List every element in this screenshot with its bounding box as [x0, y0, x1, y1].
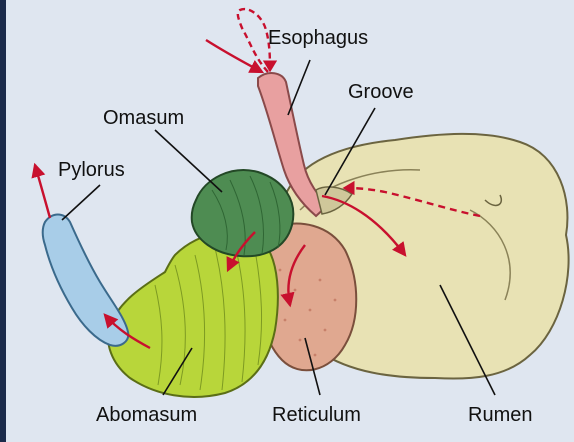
leader-omasum	[155, 130, 222, 192]
omasum-organ	[192, 170, 294, 256]
label-abomasum: Abomasum	[96, 405, 197, 425]
flow-arrow-exit-pylorus	[35, 165, 50, 218]
label-reticulum: Reticulum	[272, 405, 361, 425]
leader-esophagus	[288, 60, 310, 115]
label-pylorus: Pylorus	[58, 160, 125, 180]
leader-pylorus	[62, 185, 100, 220]
label-esophagus: Esophagus	[268, 28, 368, 48]
label-rumen: Rumen	[468, 405, 532, 425]
label-omasum: Omasum	[103, 108, 184, 128]
frame-left-edge	[0, 0, 6, 442]
flow-arrow-into-esophagus	[206, 40, 262, 72]
label-groove: Groove	[348, 82, 414, 102]
